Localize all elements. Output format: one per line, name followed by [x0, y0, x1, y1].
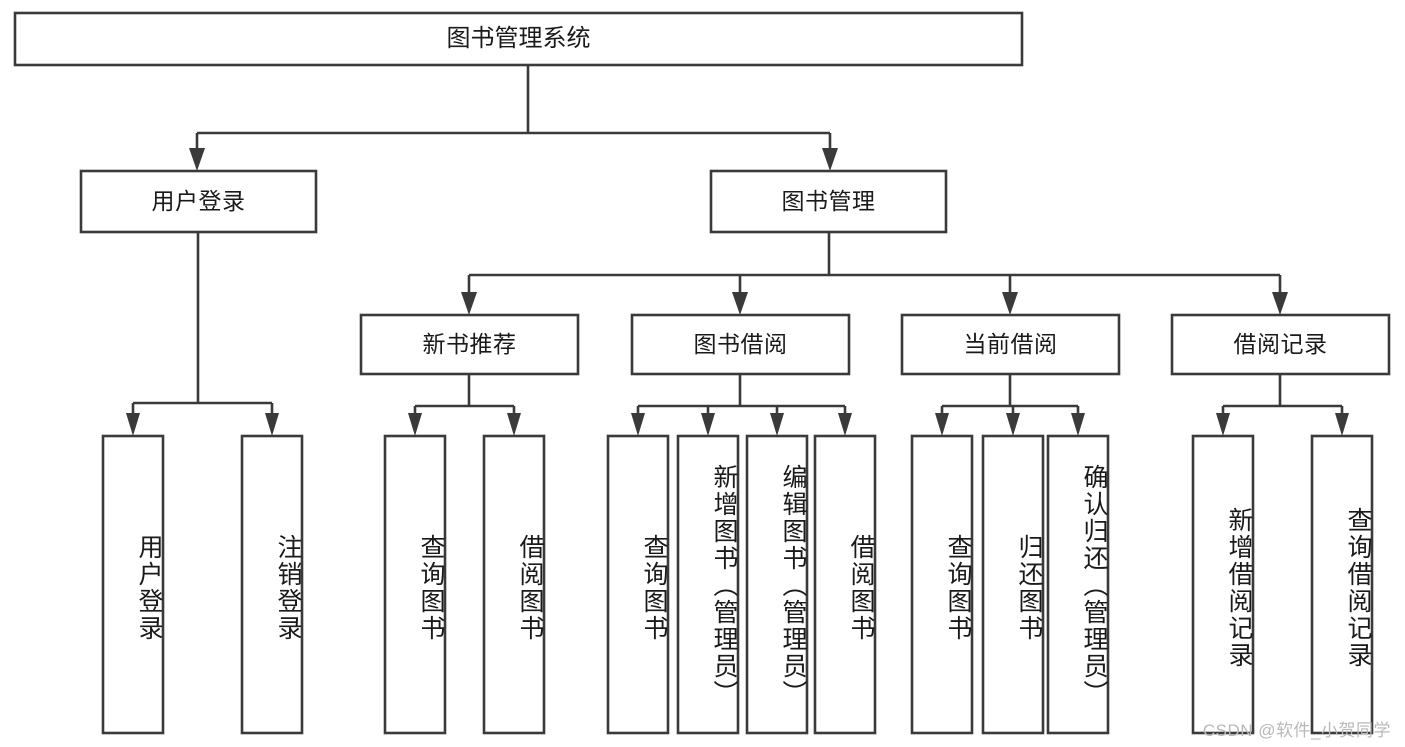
arrow-new-book-leaf-2-icon	[507, 413, 521, 436]
node-leaf-box[interactable]	[1310, 434, 1374, 735]
arrow-user-login-leaf-1-icon	[126, 413, 140, 436]
arrow-user-login-leaf-2-icon	[265, 413, 279, 436]
node-leaf-box[interactable]	[1191, 434, 1255, 735]
node-leaf-box[interactable]	[383, 434, 447, 735]
arrow-new-book-leaf-1-icon	[408, 413, 422, 436]
node-leaf-box[interactable]	[482, 434, 546, 735]
node-leaf-box[interactable]	[1046, 434, 1110, 735]
arrow-current-borrow-leaf-1-icon	[935, 413, 949, 436]
arrow-book-borrow-leaf-1-icon	[631, 413, 645, 436]
node-leaf-box[interactable]	[813, 434, 877, 735]
arrow-root-to-book-manage-icon	[822, 148, 838, 171]
arrow-to-book-borrow-icon	[732, 292, 748, 315]
node-leaf-box[interactable]	[910, 434, 974, 735]
node-new-book-recommend-box[interactable]	[359, 313, 580, 376]
arrow-current-borrow-leaf-3-icon	[1071, 413, 1085, 436]
arrow-book-borrow-leaf-4-icon	[838, 413, 852, 436]
node-leaf-box[interactable]	[606, 434, 670, 735]
arrow-to-new-book-recommend-icon	[461, 292, 477, 315]
arrow-root-to-user-login-icon	[189, 148, 205, 171]
node-current-borrow-box[interactable]	[900, 313, 1121, 376]
arrow-borrow-record-leaf-2-icon	[1335, 413, 1349, 436]
node-leaf-box[interactable]	[101, 434, 165, 735]
node-borrow-record-box[interactable]	[1170, 313, 1391, 376]
node-leaf-box[interactable]	[981, 434, 1045, 735]
arrow-current-borrow-leaf-2-icon	[1006, 413, 1020, 436]
node-book-borrow-box[interactable]	[630, 313, 851, 376]
node-root-box[interactable]	[13, 11, 1024, 67]
node-user-login-box[interactable]	[79, 169, 318, 234]
watermark-text: CSDN @软件_小贺同学	[1202, 721, 1391, 740]
arrow-book-borrow-leaf-3-icon	[770, 413, 784, 436]
node-book-manage-box[interactable]	[709, 169, 948, 234]
arrow-book-borrow-leaf-2-icon	[701, 413, 715, 436]
node-leaf-box[interactable]	[745, 434, 809, 735]
arrow-to-borrow-record-icon	[1272, 292, 1288, 315]
arrow-borrow-record-leaf-1-icon	[1216, 413, 1230, 436]
node-leaf-box[interactable]	[676, 434, 740, 735]
arrow-to-current-borrow-icon	[1002, 292, 1018, 315]
node-leaf-box[interactable]	[240, 434, 304, 735]
